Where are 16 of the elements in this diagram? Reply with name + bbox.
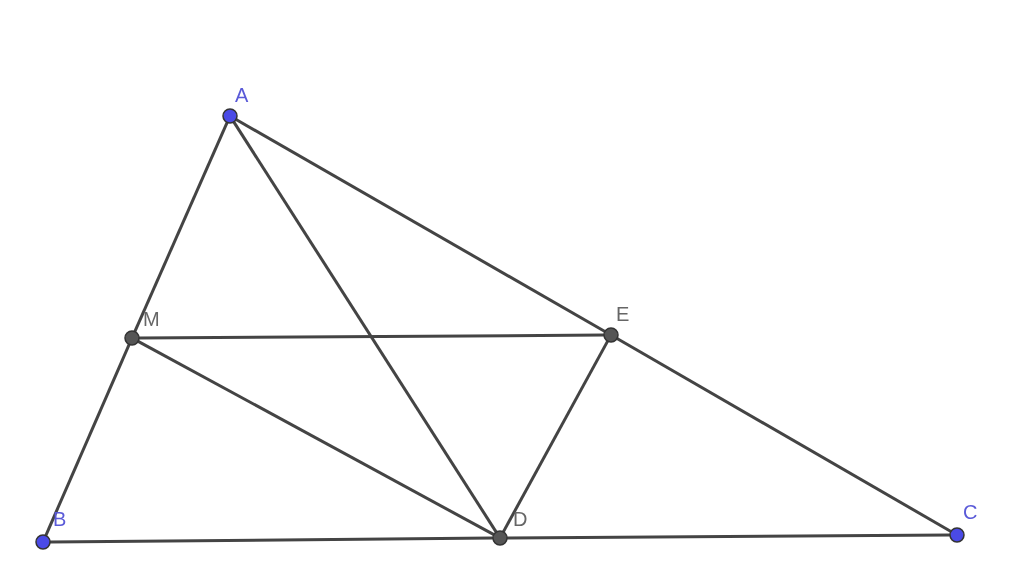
line-segment xyxy=(507,533,950,540)
point-label: C xyxy=(963,501,978,523)
line-segment xyxy=(133,121,229,333)
line-segment xyxy=(235,118,606,333)
line-segment xyxy=(50,536,493,544)
line-segment xyxy=(616,337,952,533)
point-label: E xyxy=(616,303,630,325)
line-segment xyxy=(139,333,604,340)
point-label: A xyxy=(235,84,249,106)
point-label: B xyxy=(53,508,67,530)
line-segment xyxy=(232,121,498,533)
line-segment xyxy=(44,343,131,537)
point-label: M xyxy=(143,308,160,330)
point-label: D xyxy=(513,508,528,530)
line-segment xyxy=(137,340,495,536)
line-segment xyxy=(502,340,609,533)
